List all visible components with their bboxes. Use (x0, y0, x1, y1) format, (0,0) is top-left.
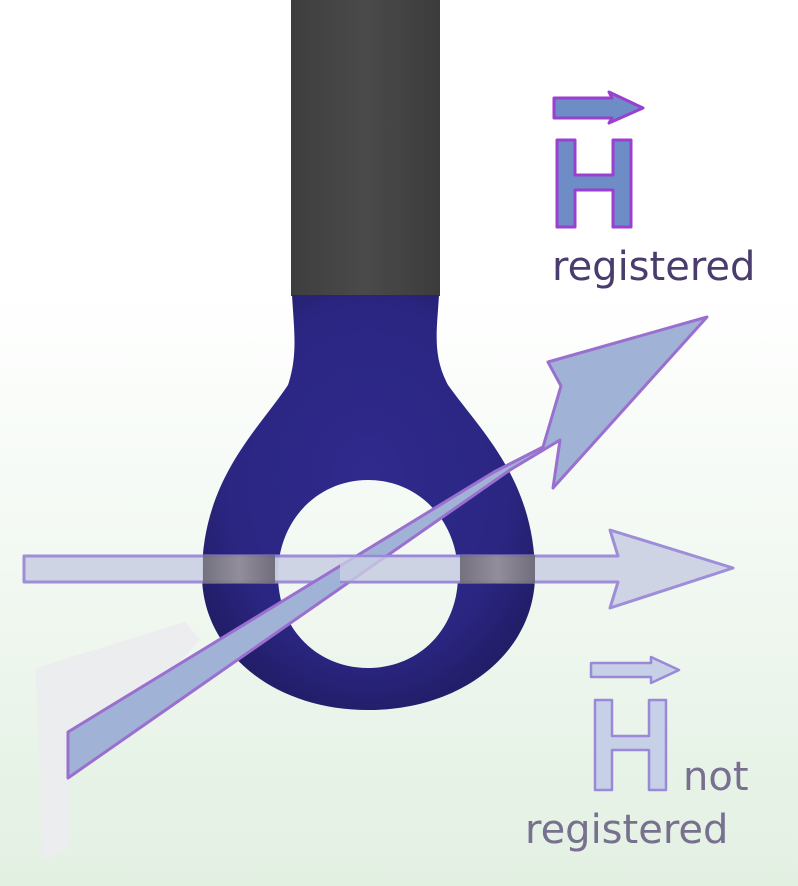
not-registered-caption-registered: registered (525, 807, 728, 853)
registered-caption: registered (552, 244, 755, 290)
not-registered-vector-arrow-icon (589, 655, 681, 685)
not-registered-label: not registered (525, 655, 749, 853)
registered-h-glyph (555, 138, 633, 229)
registered-vector-arrow-icon (552, 90, 645, 125)
not-registered-h-glyph (593, 698, 668, 792)
probe-rod (291, 0, 440, 296)
loop (202, 295, 535, 710)
registered-label: registered (552, 90, 755, 290)
loop-band-left (203, 555, 275, 583)
loop-band-right (460, 555, 535, 583)
not-registered-caption-not: not (683, 754, 749, 800)
not-registered-arrow-overlap (340, 557, 460, 581)
